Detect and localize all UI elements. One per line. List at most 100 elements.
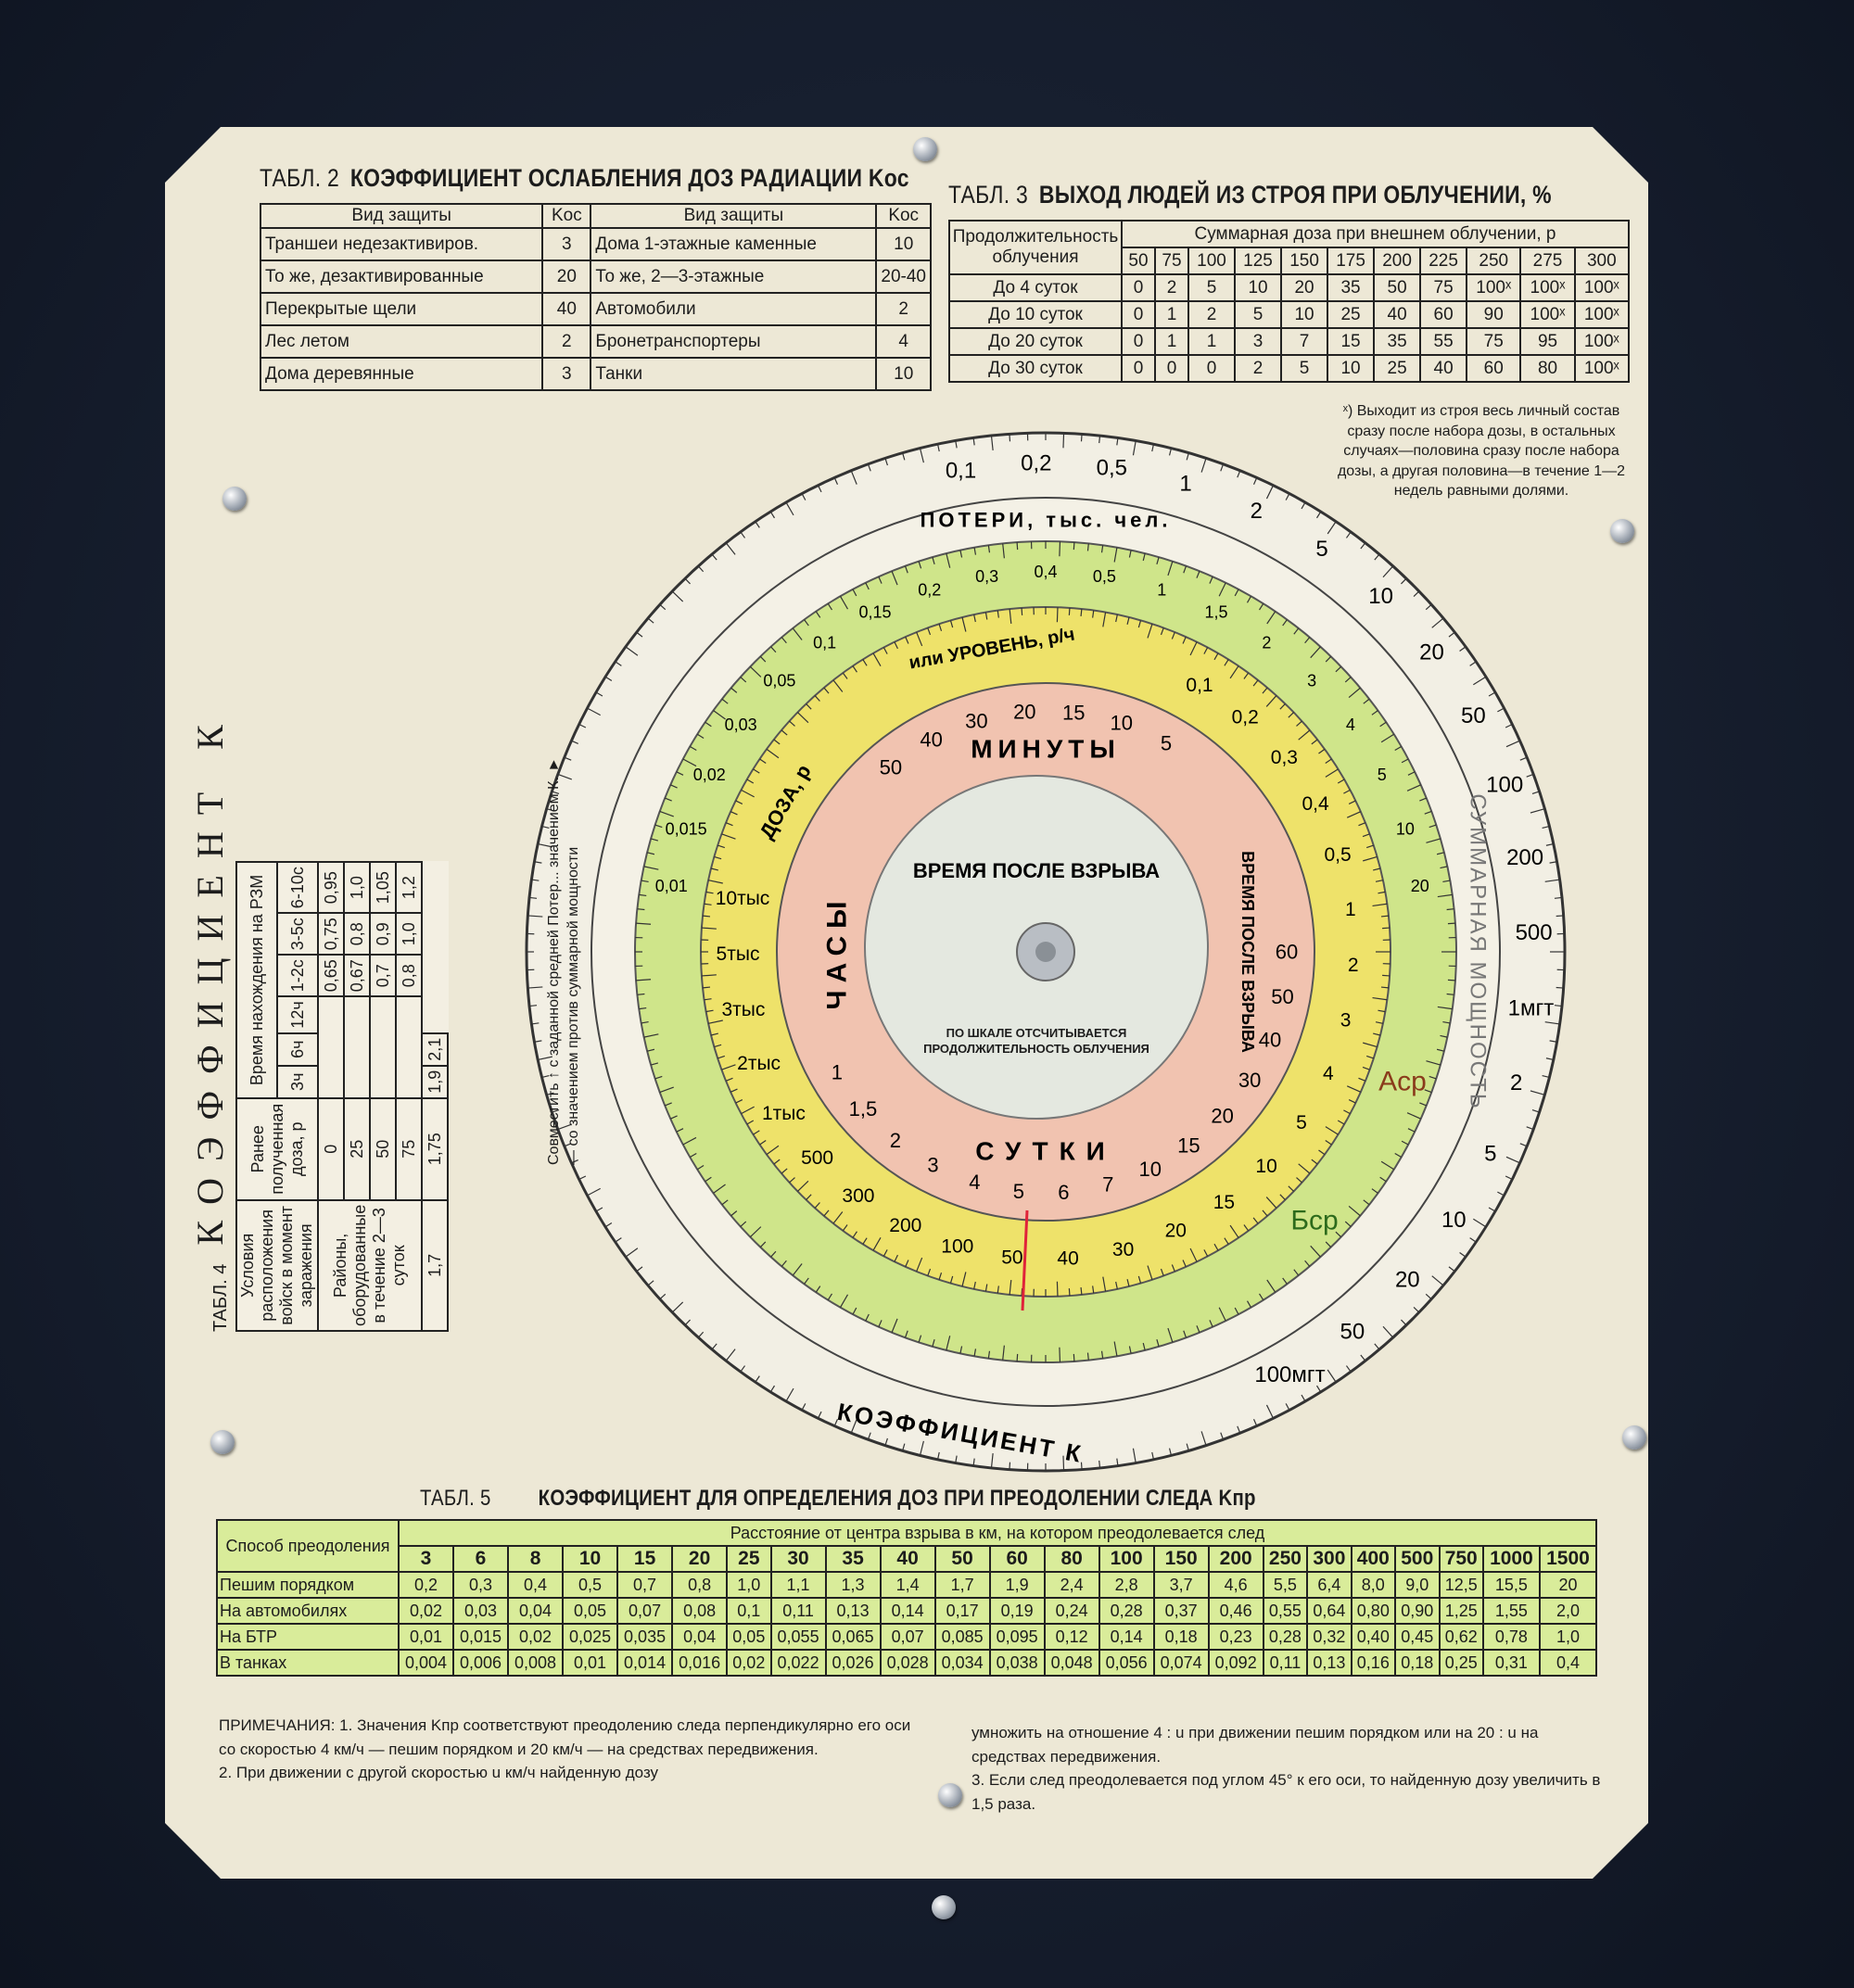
scale-tick bbox=[1375, 880, 1383, 882]
table5-cell: 0,048 bbox=[1043, 1649, 1100, 1677]
table5-cell: 1,1 bbox=[769, 1571, 827, 1599]
scale-tick bbox=[1073, 1353, 1075, 1361]
scale-tick bbox=[643, 866, 659, 870]
scale-tick bbox=[1282, 619, 1288, 627]
outer-scale-label: 0,2 bbox=[1021, 451, 1051, 476]
scale-tick bbox=[1348, 687, 1361, 698]
scale-tick bbox=[852, 665, 857, 673]
table3-cell: 5 bbox=[1280, 354, 1329, 383]
scale-tick bbox=[1424, 810, 1432, 815]
scale-tick bbox=[1325, 1140, 1332, 1146]
scale-tick bbox=[959, 1346, 963, 1354]
table2-cell: То же, дезактивированные bbox=[259, 260, 544, 294]
scale-tick bbox=[1168, 448, 1173, 456]
table2-cell: Дома 1-этажные каменные bbox=[590, 227, 878, 261]
scale-tick bbox=[862, 1237, 868, 1245]
scale-tick bbox=[1160, 1268, 1164, 1276]
table5-notes-right: умножить на отношение 4 : u при движении… bbox=[971, 1724, 1601, 1813]
green-scale-label: 20 bbox=[1411, 877, 1429, 895]
scale-tick bbox=[1519, 756, 1528, 761]
center-title: ВРЕМЯ ПОСЛЕ ВЗРЫВА bbox=[913, 859, 1160, 882]
scale-tick bbox=[1406, 1112, 1421, 1120]
scale-tick bbox=[918, 561, 922, 569]
table5-cell: 0,5 bbox=[562, 1571, 619, 1599]
table5-cell: 4,6 bbox=[1207, 1571, 1264, 1599]
table5-notes-left: ПРИМЕЧАНИЯ: 1. Значения Kпр соответствую… bbox=[219, 1716, 911, 1781]
scale-tick bbox=[1545, 1057, 1554, 1061]
yellow-scale-label: 0,5 bbox=[1324, 844, 1351, 866]
scale-tick bbox=[904, 565, 908, 574]
scale-tick bbox=[1246, 596, 1252, 603]
table5-cell: 0,055 bbox=[769, 1623, 827, 1651]
table4-partial-cell: 1,75 bbox=[422, 1097, 448, 1200]
table2-cell: 20-40 bbox=[875, 260, 932, 294]
scale-tick bbox=[884, 458, 888, 466]
scale-tick bbox=[671, 590, 684, 602]
scale-tick bbox=[1062, 433, 1065, 449]
outer-scale-label: 50 bbox=[1340, 1320, 1365, 1345]
table5-cell: 8,0 bbox=[1350, 1571, 1397, 1599]
scale-tick bbox=[1168, 1448, 1173, 1456]
scale-tick bbox=[916, 1257, 923, 1273]
scale-tick bbox=[659, 810, 674, 817]
minutes-scale-label: 30 bbox=[965, 709, 987, 732]
red-hairline bbox=[1021, 1209, 1029, 1311]
scale-tick bbox=[987, 1350, 991, 1359]
table5-cell: 0,4 bbox=[1538, 1649, 1598, 1677]
scale-tick bbox=[1554, 896, 1562, 899]
scale-tick bbox=[704, 903, 712, 905]
table5-row-label: На автомобилях bbox=[216, 1597, 400, 1625]
scale-tick bbox=[769, 511, 775, 519]
scale-tick bbox=[721, 1064, 736, 1070]
table5-cell: 0,03 bbox=[452, 1597, 510, 1625]
table5-cell: 0,015 bbox=[452, 1623, 510, 1651]
scale-tick bbox=[1147, 1265, 1153, 1280]
table5-cell: 0,05 bbox=[726, 1623, 772, 1651]
table5-cell: 1,0 bbox=[726, 1571, 772, 1599]
scale-tick bbox=[1531, 791, 1540, 794]
scale-tick bbox=[1379, 1176, 1387, 1183]
table3-dose-header: 100 bbox=[1187, 247, 1237, 275]
scale-tick bbox=[1394, 745, 1402, 752]
scale-tick bbox=[1436, 852, 1444, 855]
scale-tick bbox=[1128, 1346, 1132, 1354]
table4-cell: 0,95 bbox=[318, 862, 344, 914]
table3-cell: 2 bbox=[1154, 273, 1189, 302]
scale-tick bbox=[827, 602, 832, 611]
scale-tick bbox=[1358, 1077, 1366, 1082]
table3-cell: 7 bbox=[1280, 327, 1329, 356]
scale-tick bbox=[708, 1019, 723, 1024]
scale-tick bbox=[714, 1044, 722, 1048]
table5-cell: 0,074 bbox=[1152, 1649, 1210, 1677]
days-scale-label: 40 bbox=[1259, 1029, 1281, 1052]
scale-tick bbox=[1200, 458, 1207, 473]
table3-cell: 95 bbox=[1519, 327, 1576, 356]
rivet bbox=[932, 1895, 956, 1919]
scale-tick bbox=[676, 1128, 684, 1133]
scale-tick bbox=[659, 1086, 674, 1094]
scale-tick bbox=[1531, 1109, 1540, 1113]
scale-tick bbox=[552, 1109, 560, 1113]
yellow-scale-label: 5 bbox=[1296, 1112, 1307, 1133]
table4-cell: 1,0 bbox=[344, 862, 370, 914]
scale-tick bbox=[725, 542, 736, 555]
table3-cell: 100ˣ bbox=[1466, 273, 1522, 302]
scale-tick bbox=[705, 891, 714, 894]
green-scale-label: 1 bbox=[1157, 581, 1166, 600]
scale-tick bbox=[973, 1281, 976, 1289]
outer-scale-label: 20 bbox=[1395, 1268, 1420, 1293]
table5-cell: 0,034 bbox=[933, 1649, 991, 1677]
scale-tick bbox=[1440, 1034, 1448, 1038]
green-scale-label: 0,03 bbox=[725, 715, 757, 734]
table2-cell: 4 bbox=[875, 324, 932, 359]
scale-tick bbox=[1362, 833, 1370, 838]
days-scale-label: 30 bbox=[1238, 1069, 1261, 1092]
scale-tick bbox=[1406, 784, 1421, 791]
scale-tick bbox=[842, 672, 848, 679]
scale-tick bbox=[769, 1385, 775, 1393]
scale-tick bbox=[1429, 824, 1437, 829]
